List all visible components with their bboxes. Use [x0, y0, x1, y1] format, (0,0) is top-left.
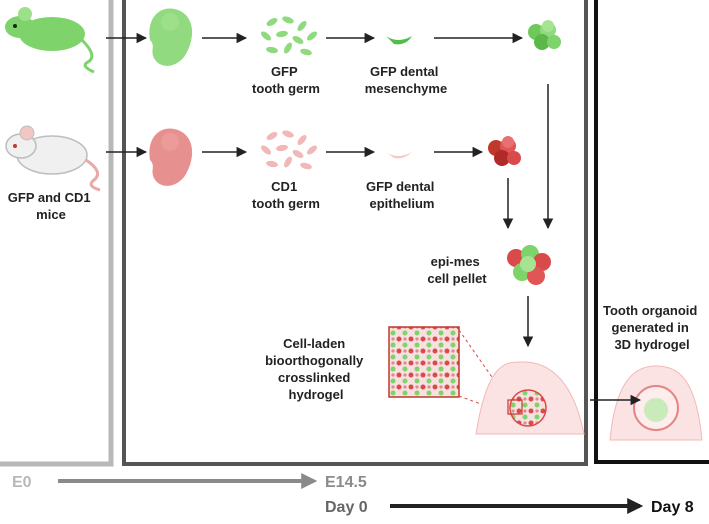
hydrogel-dome-icon	[475, 361, 585, 435]
timeline-label-day8: Day 8	[651, 499, 694, 516]
e0-frame	[0, 0, 114, 467]
hydrogel-zoom-inset	[388, 326, 460, 398]
label-cd1-tooth-germ: CD1 tooth germ	[252, 179, 320, 211]
label-gfp-dental-epithelium: GFP dental epithelium	[366, 179, 438, 211]
zoom-line-top	[458, 329, 509, 401]
tooth-organoid-icon	[609, 365, 703, 441]
gfp-tooth-germ-icon	[261, 16, 317, 56]
green-cell-cluster-icon	[528, 20, 561, 50]
label-epi-mes-pellet: epi-mes cell pellet	[427, 254, 487, 286]
label-gfp-tooth-germ: GFP tooth germ	[252, 64, 320, 96]
timeline-label-e14-5: E14.5	[325, 474, 367, 491]
day0-day8-frame	[594, 0, 709, 464]
timeline-label-e0: E0	[12, 474, 32, 491]
gfp-embryo-icon	[149, 8, 193, 66]
cd1-tooth-germ-icon	[261, 130, 317, 170]
timeline-label-day0: Day 0	[325, 499, 368, 516]
red-cell-cluster-icon	[488, 136, 521, 166]
mixed-cell-pellet-icon	[507, 245, 551, 285]
gfp-epithelium-icon	[386, 152, 412, 159]
label-gfp-dental-mesenchyme: GFP dental mesenchyme	[365, 64, 447, 96]
e14-frame	[122, 0, 588, 466]
label-tooth-organoid: Tooth organoid generated in 3D hydrogel	[603, 303, 701, 352]
label-hydrogel: Cell-laden bioorthogonally crosslinked h…	[265, 336, 367, 402]
label-mice: GFP and CD1 mice	[8, 190, 94, 222]
cd1-embryo-icon	[149, 128, 193, 186]
gfp-mouse-icon	[5, 7, 95, 74]
gfp-mesenchyme-icon	[386, 36, 412, 45]
cd1-mouse-icon	[5, 125, 101, 192]
